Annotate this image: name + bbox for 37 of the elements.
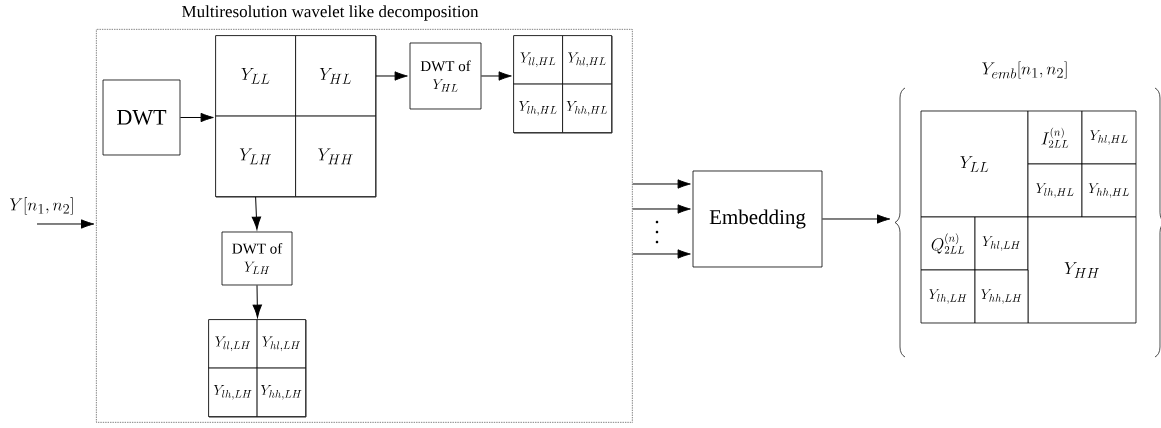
subband-cell: $Y_{hh,HL}$: [1081, 163, 1137, 218]
arrow: [821, 214, 891, 224]
grid-title: $Y_{emb}[n_1,n_2]$: [982, 61, 1067, 79]
subband-cell: $Y_{lh,HL}$: [513, 83, 563, 133]
frame-title: Multiresolution wavelet like decomposition: [182, 5, 479, 21]
arrow: [252, 284, 262, 318]
subband-cell: $Y_{ll,HL}$: [513, 35, 563, 85]
subband-cell: $Y_{HL}$: [295, 35, 376, 117]
subband-cell: $Y_{hl,LH}$: [974, 216, 1029, 271]
process-box: DWT: [102, 79, 181, 156]
subband-cell: $Y_{LH}$: [215, 115, 296, 197]
process-box: DWT of $Y_{LH}$: [221, 231, 293, 286]
arrow: [179, 112, 214, 123]
subband-cell: $Y_{hh,LH}$: [974, 269, 1029, 324]
subband-cell: $Y_{hh,LH}$: [256, 367, 306, 417]
arrow: [632, 204, 691, 214]
subband-cell: $Y_{lh,HL}$: [1027, 163, 1083, 218]
arrow: [632, 249, 691, 259]
subband-cell: $Y_{lh,LH}$: [920, 269, 976, 324]
subband-cell: $Y_{hl,LH}$: [256, 319, 306, 369]
process-box: Embedding: [692, 170, 823, 268]
arrow: [632, 179, 691, 189]
arrow: [36, 219, 95, 229]
input-signal-label: $Y[n_1,n_2]$: [10, 197, 73, 215]
arrow: [480, 71, 512, 81]
subband-cell: $Q_{2LL}^{(n)}$: [920, 216, 976, 271]
subband-cell: $I_{2LL}^{(n)}$: [1027, 110, 1083, 165]
process-box: DWT of $Y_{HL}$: [409, 42, 482, 110]
subband-cell: $Y_{HH}$: [295, 115, 376, 197]
subband-cell: $Y_{lh,LH}$: [208, 367, 258, 417]
subband-cell: $Y_{LL}$: [215, 35, 296, 117]
arrow: [375, 71, 408, 81]
arrow: [251, 196, 262, 230]
subband-cell: $Y_{hh,HL}$: [562, 83, 612, 133]
subband-cell: $Y_{ll,LH}$: [208, 319, 258, 369]
subband-cell: $Y_{hl,HL}$: [1081, 110, 1137, 165]
subband-cell: $Y_{hl,HL}$: [562, 35, 612, 85]
